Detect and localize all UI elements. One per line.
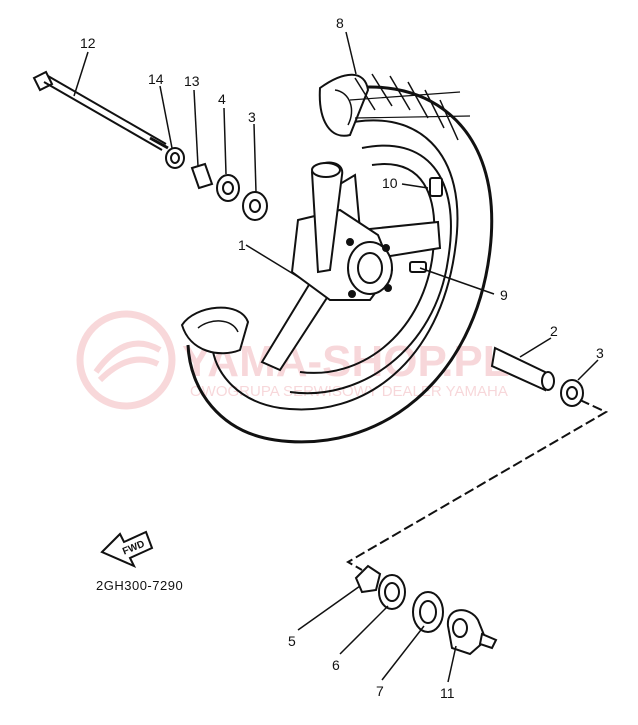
callout-11: 11 bbox=[440, 685, 455, 701]
diagram-code: 2GH300-7290 bbox=[96, 578, 183, 593]
rim bbox=[289, 144, 452, 395]
callout-4: 4 bbox=[218, 91, 226, 107]
balance-weight bbox=[409, 261, 427, 273]
fwd-arrow-icon: FWD bbox=[100, 530, 154, 569]
callout-13: 13 bbox=[184, 73, 200, 89]
callout-12: 12 bbox=[80, 35, 96, 51]
callout-9: 9 bbox=[500, 287, 508, 303]
callout-labels: 12 14 13 4 3 8 10 1 9 2 3 5 6 7 11 bbox=[80, 15, 604, 701]
axle bbox=[32, 70, 169, 151]
callout-6: 6 bbox=[332, 657, 340, 673]
watermark-logo-mark bbox=[93, 340, 162, 383]
callout-8: 8 bbox=[336, 15, 344, 31]
valve bbox=[429, 177, 443, 197]
tire bbox=[180, 73, 494, 444]
callout-10: 10 bbox=[382, 175, 398, 191]
callout-2: 2 bbox=[550, 323, 558, 339]
callout-7: 7 bbox=[376, 683, 384, 699]
watermark-logo bbox=[76, 310, 176, 410]
left-spacers bbox=[165, 147, 268, 221]
callout-5: 5 bbox=[288, 633, 296, 649]
callout-3-left: 3 bbox=[248, 109, 256, 125]
callout-14: 14 bbox=[148, 71, 164, 87]
callout-3-right: 3 bbox=[596, 345, 604, 361]
assembly-line bbox=[345, 399, 609, 571]
right-collar bbox=[490, 346, 584, 407]
speedometer-parts bbox=[354, 564, 498, 656]
callout-1: 1 bbox=[238, 237, 246, 253]
leader-lines bbox=[73, 31, 599, 683]
fork-leg bbox=[310, 161, 344, 274]
